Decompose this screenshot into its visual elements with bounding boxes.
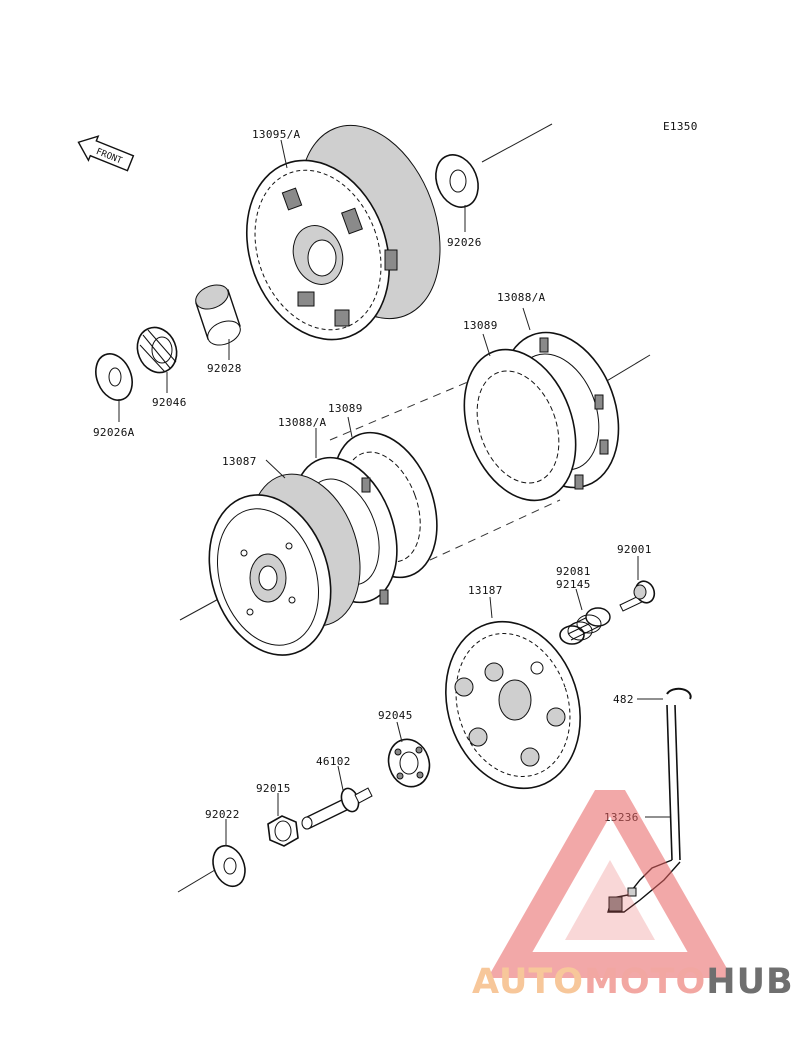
leader-line [396,721,403,743]
label-482: 482 [613,693,634,706]
needle-bearing [136,326,178,374]
ball-bearing [387,738,431,788]
circlip [666,687,692,700]
washer [435,154,479,208]
clutch-spring [559,607,611,645]
steel-plate [463,348,577,502]
label-92015: 92015 [256,782,291,795]
label-13187: 13187 [468,584,503,597]
label-13087: 13087 [222,455,257,468]
watermark-auto: AUTO [472,962,585,1002]
leader-line [337,765,344,791]
label-13089-top: 13089 [463,319,498,332]
label-92001: 92001 [617,543,652,556]
label-13088A-top: 13088/A [497,291,546,304]
watermark-hub: HUB [706,962,794,1002]
leader-line [575,588,583,611]
label-92046: 92046 [152,396,187,409]
nut [267,815,299,847]
label-92028: 92028 [207,362,242,375]
leader-line [482,333,491,357]
label-46102: 46102 [316,755,351,768]
leader-line [280,139,288,169]
washer [95,353,133,401]
sleeve [195,284,241,346]
watermark-wordmark: AUTOMOTOHUB [472,962,794,1002]
axis-line [599,354,651,386]
label-92045: 92045 [378,709,413,722]
axis-line [429,499,561,561]
bolt [619,580,656,612]
label-92081: 92081 [556,565,591,578]
watermark-logo [487,790,733,978]
leader-line [265,459,286,479]
leader-line [347,416,353,438]
axis-line [481,123,553,163]
pressure-plate [445,620,581,790]
leader-line [489,596,493,619]
clutch-hub [208,473,361,656]
push-rod [301,787,373,830]
label-13095A: 13095/A [252,128,301,141]
clutch-housing [245,124,441,341]
label-92026: 92026 [447,236,482,249]
label-92022: 92022 [205,808,240,821]
watermark-moto: MOTO [584,962,707,1002]
leader-line [522,307,531,331]
label-92145: 92145 [556,578,591,591]
label-13089-mid: 13089 [328,402,363,415]
washer [212,844,246,888]
front-arrow-icon: FRONT [77,135,135,172]
label-13088A-mid: 13088/A [278,416,327,429]
diagram-code: E1350 [663,120,698,133]
label-92026A: 92026A [93,426,135,439]
